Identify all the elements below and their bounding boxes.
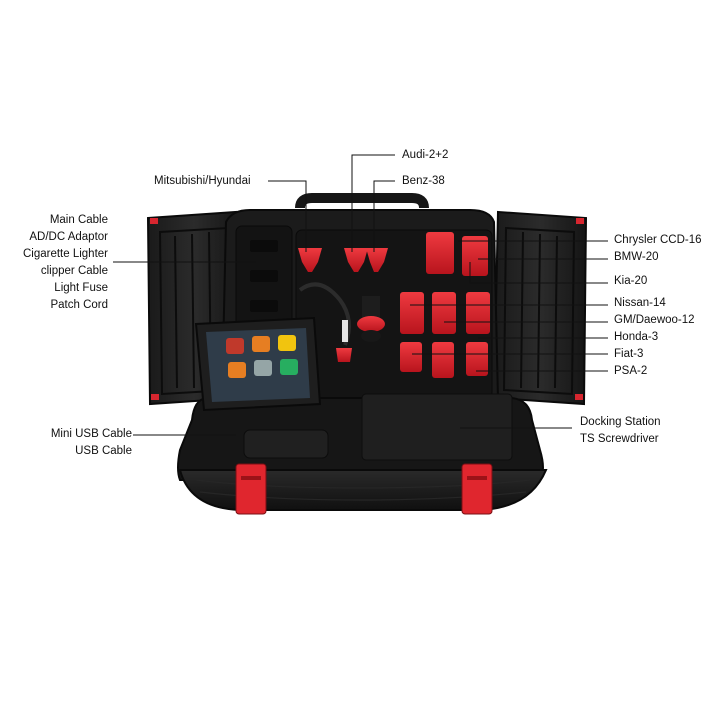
settings-icon <box>254 360 272 376</box>
label-kia: Kia-20 <box>614 275 648 287</box>
label-ts-screwdriver: TS Screwdriver <box>580 433 659 445</box>
label-main-cable: Main Cable <box>49 214 108 226</box>
leader-lines <box>113 154 608 436</box>
label-clipper-cable: clipper Cable <box>40 265 108 277</box>
docking-labels: Docking Station TS Screwdriver <box>580 414 661 448</box>
right-lid-flap <box>492 210 588 406</box>
label-benz: Benz-38 <box>402 175 445 187</box>
scan-icon <box>252 336 270 352</box>
label-honda: Honda-3 <box>614 331 659 343</box>
tablet-device <box>194 316 322 412</box>
label-gm-daewoo: GM/Daewoo-12 <box>614 314 695 326</box>
label-audi: Audi-2+2 <box>402 149 449 161</box>
right-adapter-labels: Chrysler CCD-16 BMW-20 Kia-20 Nissan-14 … <box>614 232 702 380</box>
adapter-grid <box>400 232 490 378</box>
battery-icon <box>280 359 298 375</box>
label-chrysler: Chrysler CCD-16 <box>614 234 702 246</box>
label-bmw: BMW-20 <box>614 251 659 263</box>
label-patch-cord: Patch Cord <box>50 299 108 311</box>
label-mitsubishi-hyundai: Mitsubishi/Hyundai <box>154 175 251 187</box>
top-connectors <box>298 248 388 272</box>
usb-cable-labels: Mini USB Cable USB Cable <box>51 426 132 460</box>
left-cable-labels: Main Cable AD/DC Adaptor Cigarette Light… <box>23 212 108 314</box>
label-ad-dc-adaptor: AD/DC Adaptor <box>29 231 108 243</box>
label-psa: PSA-2 <box>614 365 648 377</box>
label-usb-cable: USB Cable <box>75 445 132 457</box>
label-nissan: Nissan-14 <box>614 297 666 309</box>
label-docking-station: Docking Station <box>580 416 661 428</box>
label-mini-usb-cable: Mini USB Cable <box>50 428 132 440</box>
label-cigarette-lighter: Cigarette Lighter <box>22 248 108 260</box>
case-body <box>177 393 548 515</box>
car-icon <box>226 338 244 354</box>
label-light-fuse: Light Fuse <box>54 282 108 294</box>
obd-round-adapter <box>336 296 385 362</box>
label-fiat: Fiat-3 <box>614 348 644 360</box>
